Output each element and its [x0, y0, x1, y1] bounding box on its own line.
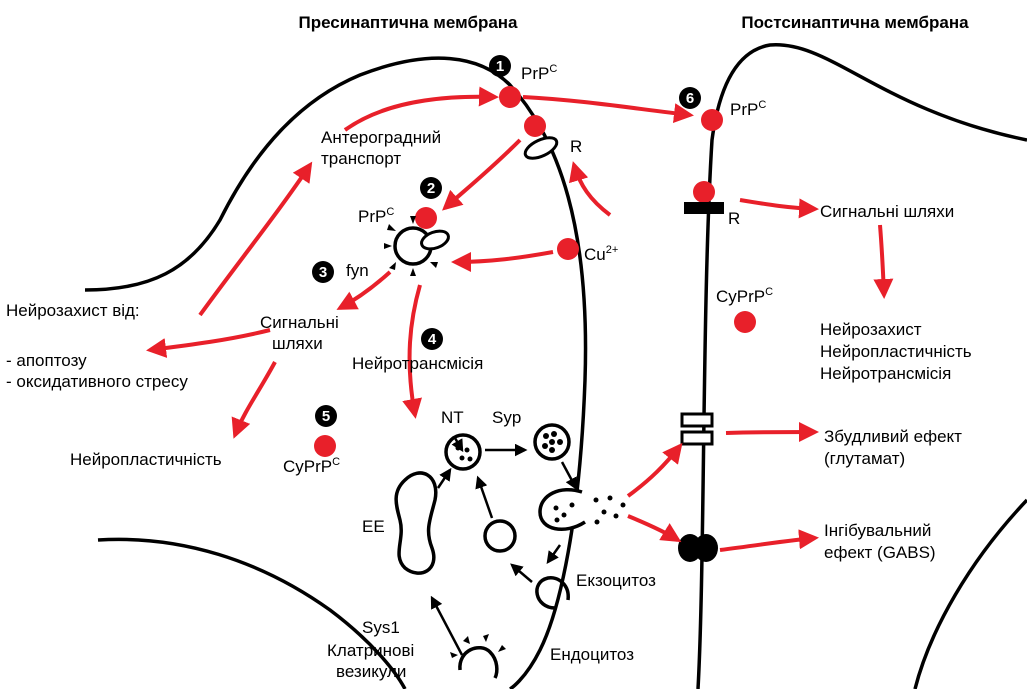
svg-text:6: 6 — [686, 90, 694, 107]
label-r-pre: R — [570, 137, 582, 156]
label-effect-1: Нейрозахист — [820, 320, 922, 339]
prp-dot-6 — [701, 109, 723, 131]
label-cu: Cu2+ — [584, 244, 618, 264]
svg-text:2: 2 — [427, 180, 435, 197]
label-ee: EE — [362, 517, 385, 536]
label-signal-pre-1: Сигнальні — [260, 313, 339, 332]
label-inhib-1: Інгібувальний — [824, 521, 931, 540]
label-effect-3: Нейротрансмісія — [820, 364, 951, 383]
label-clathrin-2: везикули — [336, 662, 406, 681]
label-syp: Syp — [492, 408, 521, 427]
prp-dot-2 — [415, 207, 437, 229]
syp-vesicle-icon — [535, 425, 569, 459]
step-badge-4: 4 — [421, 328, 443, 350]
cyprp-dot-post — [734, 311, 756, 333]
cu-dot — [557, 238, 579, 260]
endocytosis-pit-icon — [537, 578, 568, 608]
svg-text:5: 5 — [322, 408, 330, 425]
label-neurotrans-pre: Нейротрансмісія — [352, 354, 483, 373]
inhibitory-receptor-icon — [678, 534, 718, 562]
postsynaptic-lower-membrane — [915, 500, 1027, 689]
step-badge-6: 6 — [679, 87, 701, 109]
header-postsynaptic: Постсинаптична мембрана — [741, 13, 969, 32]
svg-text:1: 1 — [496, 58, 504, 75]
prp-dot-post-receptor — [693, 181, 715, 203]
label-cyprp5: CyPrPC — [283, 456, 340, 476]
step-badge-1: 1 — [489, 55, 511, 77]
cyprp-dot-5 — [314, 435, 336, 457]
label-nt: NT — [441, 408, 464, 427]
nt-vesicle-icon — [446, 435, 480, 469]
label-signal-pre-2: шляхи — [272, 334, 323, 353]
label-cyprp-post: CyPrPC — [716, 286, 773, 306]
step-badge-3: 3 — [312, 261, 334, 283]
label-oxidative: - оксидативного стресу — [6, 372, 188, 391]
empty-vesicle-icon — [485, 521, 515, 551]
svg-text:4: 4 — [428, 331, 437, 348]
label-signal-post: Сигнальні шляхи — [820, 202, 954, 221]
label-prp6: PrPC — [730, 99, 766, 119]
label-antero-1: Антероградний — [321, 128, 441, 147]
clathrin-vesicle-icon — [450, 634, 506, 678]
label-apoptosis: - апоптозу — [6, 351, 87, 370]
label-fyn: fyn — [346, 261, 369, 280]
label-excit-1: Збудливий ефект — [824, 427, 962, 446]
label-neuroplast-pre: Нейропластичність — [70, 450, 222, 469]
excitatory-receptor-icon — [682, 414, 712, 444]
label-excit-2: (глутамат) — [824, 449, 905, 468]
label-clathrin-1: Клатринові — [327, 641, 414, 660]
label-effect-2: Нейропластичність — [820, 342, 972, 361]
prp-dot-1 — [499, 86, 521, 108]
label-inhib-2: ефект (GABS) — [824, 543, 936, 562]
header-presynaptic: Пресинаптична мембрана — [298, 13, 518, 32]
exocytosis-vesicle-icon — [540, 490, 626, 530]
label-sys1: Sys1 — [362, 618, 400, 637]
prp-dot-membrane-2 — [524, 115, 546, 137]
endosome-prp-icon — [384, 216, 451, 276]
step-badge-5: 5 — [315, 405, 337, 427]
label-prp1: PrPC — [521, 63, 557, 83]
label-prp2: PrPC — [358, 206, 394, 226]
svg-text:3: 3 — [319, 264, 327, 281]
receptor-post-icon — [684, 202, 724, 214]
step-badge-2: 2 — [420, 177, 442, 199]
early-endosome-icon — [396, 473, 436, 573]
label-r-post: R — [728, 209, 740, 228]
label-neuroprotect-from: Нейрозахист від: — [6, 301, 140, 320]
label-antero-2: транспорт — [321, 149, 401, 168]
label-exocytosis: Екзоцитоз — [576, 571, 656, 590]
label-endocytosis: Ендоцитоз — [550, 645, 634, 664]
